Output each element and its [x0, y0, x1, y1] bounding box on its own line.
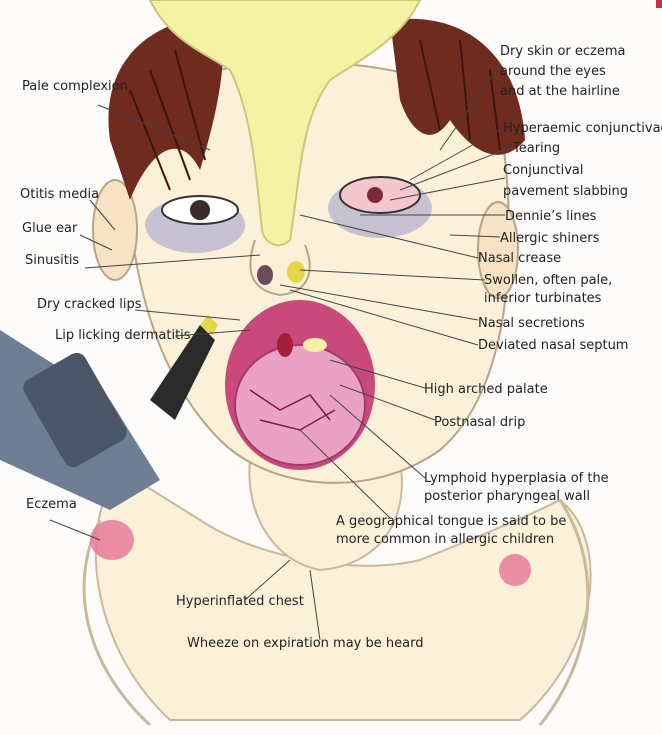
label-lymphoid-1: Lymphoid hyperplasia of the — [424, 471, 609, 487]
label-postnasal-drip: Postnasal drip — [434, 415, 525, 431]
corner-marker — [656, 0, 662, 8]
label-lip-licking-dermatitis: Lip licking dermatitis — [55, 328, 191, 344]
nostril-left — [257, 265, 273, 285]
label-pavement-slabbing: pavement slabbing — [503, 184, 628, 200]
tongue — [235, 345, 365, 465]
label-deviated-septum: Deviated nasal septum — [478, 338, 628, 354]
label-dry-skin-2: around the eyes — [500, 64, 606, 80]
label-geographical-tongue-2: more common in allergic children — [336, 532, 554, 548]
label-turbinates-1: Swollen, often pale, — [484, 273, 612, 289]
eczema-patch-right — [499, 554, 531, 586]
uvula — [277, 333, 293, 357]
label-dennies-lines: Dennie’s lines — [505, 209, 596, 225]
label-sinusitis: Sinusitis — [25, 253, 79, 269]
label-eczema: Eczema — [26, 497, 77, 513]
eczema-patch-left — [90, 520, 134, 560]
label-hyperaemic-conjunctivae: Hyperaemic conjunctivae — [503, 121, 662, 137]
label-otitis-media: Otitis media — [20, 187, 99, 203]
label-nasal-secretions: Nasal secretions — [478, 316, 585, 332]
label-hyperinflated-chest: Hyperinflated chest — [176, 594, 304, 610]
label-nasal-crease: Nasal crease — [478, 251, 561, 267]
label-turbinates-2: inferior turbinates — [484, 291, 601, 307]
label-dry-skin-1: Dry skin or eczema — [500, 44, 626, 60]
label-conjunctival: Conjunctival — [503, 163, 584, 179]
label-dry-cracked-lips: Dry cracked lips — [37, 297, 141, 313]
nostril-right — [287, 261, 305, 283]
label-pale-complexion: Pale complexion — [22, 79, 128, 95]
label-allergic-shiners: Allergic shiners — [500, 231, 599, 247]
label-tearing: Tearing — [513, 141, 560, 157]
label-glue-ear: Glue ear — [22, 221, 77, 237]
label-high-arched-palate: High arched palate — [424, 382, 548, 398]
label-dry-skin-3: and at the hairline — [500, 84, 620, 100]
label-lymphoid-2: posterior pharyngeal wall — [424, 489, 590, 505]
label-geographical-tongue-1: A geographical tongue is said to be — [336, 514, 566, 530]
label-wheeze: Wheeze on expiration may be heard — [187, 636, 423, 652]
